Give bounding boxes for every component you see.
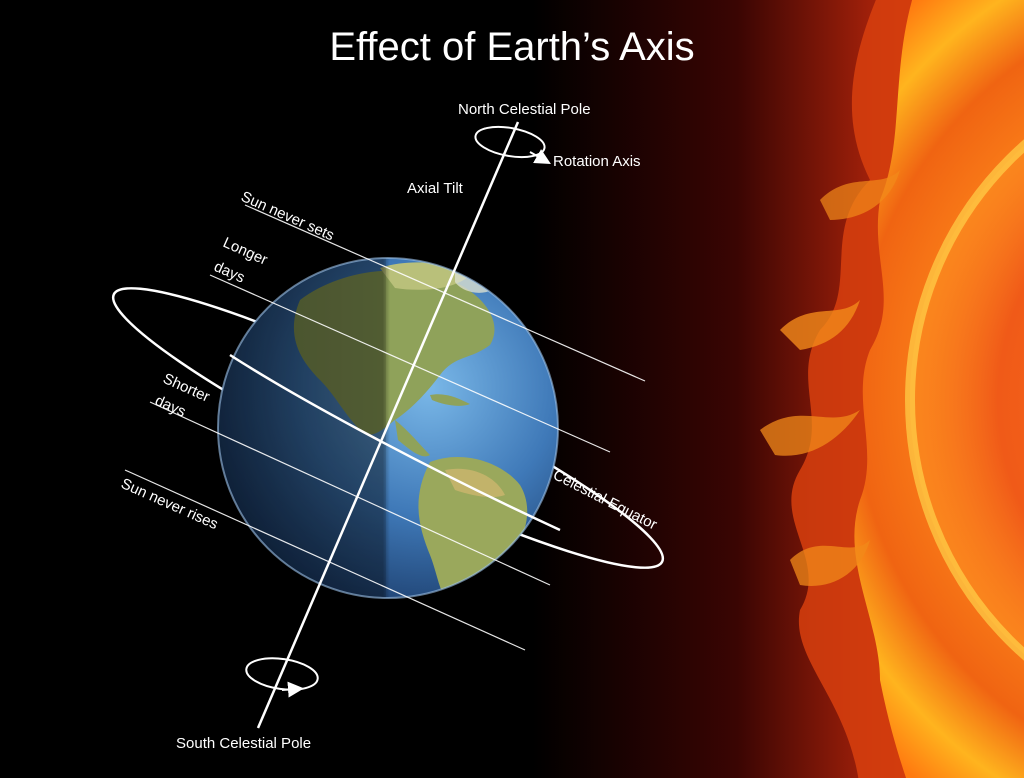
label-north-celestial-pole: North Celestial Pole	[458, 101, 591, 118]
line-longer-days	[209, 274, 611, 453]
north-rotation-arrow	[474, 125, 551, 164]
diagram-title: Effect of Earth’s Axis	[329, 25, 694, 69]
south-rotation-arrow	[245, 657, 319, 698]
line-shorter-days	[149, 401, 551, 586]
label-south-celestial-pole: South Celestial Pole	[176, 735, 311, 752]
celestial-equator-front	[229, 353, 561, 532]
label-axial-tilt: Axial Tilt	[407, 180, 464, 197]
label-rotation-axis: Rotation Axis	[553, 153, 641, 170]
rotation-axis-line	[256, 121, 520, 729]
sun-illustration	[760, 0, 1024, 778]
line-sun-never-rises	[124, 469, 526, 651]
